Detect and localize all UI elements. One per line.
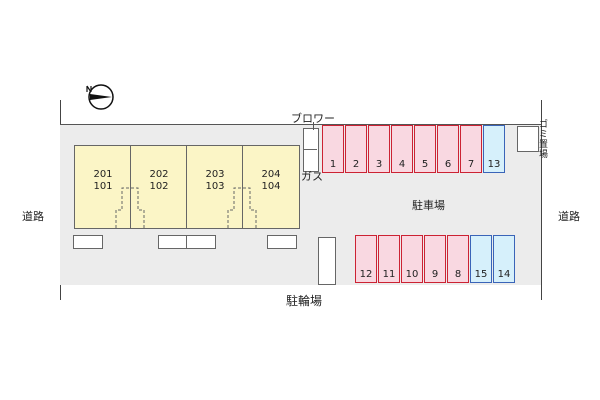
parking-space[interactable]: 14 [493, 235, 515, 283]
building-step [267, 235, 297, 249]
space-number: 13 [487, 159, 501, 170]
unit-lower-number: 104 [261, 181, 281, 192]
garbage-area [517, 126, 539, 152]
road-edge-right [541, 100, 542, 300]
space-number: 12 [359, 269, 373, 280]
gas-label: ガス [301, 170, 323, 183]
space-number: 4 [398, 159, 406, 170]
space-number: 3 [375, 159, 383, 170]
road-label-right: 道路 [558, 210, 580, 223]
parking-label: 駐車場 [412, 199, 445, 212]
bicycle-shed [318, 237, 336, 285]
parking-space[interactable]: 9 [424, 235, 446, 283]
unit-lower-number: 101 [93, 181, 113, 192]
space-number: 6 [444, 159, 452, 170]
parking-space[interactable]: 8 [447, 235, 469, 283]
space-number: 2 [352, 159, 360, 170]
blower-label: ブロワー [291, 112, 335, 125]
parking-space[interactable]: 2 [345, 125, 367, 173]
parking-space[interactable]: 13 [483, 125, 505, 173]
bicycle-parking-label: 駐輪場 [286, 294, 323, 308]
parking-space[interactable]: 10 [401, 235, 423, 283]
parking-space[interactable]: 12 [355, 235, 377, 283]
parking-space[interactable]: 5 [414, 125, 436, 173]
road-label-left: 道路 [22, 210, 44, 223]
space-number: 1 [329, 159, 337, 170]
space-number: 8 [454, 269, 462, 280]
building-unit[interactable]: 204 104 [242, 145, 300, 229]
parking-space[interactable]: 1 [322, 125, 344, 173]
blower-divider [303, 149, 317, 150]
unit-lower-number: 103 [205, 181, 225, 192]
space-number: 7 [467, 159, 475, 170]
space-number: 14 [497, 269, 511, 280]
space-number: 15 [474, 269, 488, 280]
unit-upper-number: 201 [93, 169, 113, 180]
parking-space[interactable]: 11 [378, 235, 400, 283]
building-step [158, 235, 188, 249]
parking-space[interactable]: 3 [368, 125, 390, 173]
building-step [73, 235, 103, 249]
parking-space[interactable]: 7 [460, 125, 482, 173]
parking-space[interactable]: 4 [391, 125, 413, 173]
space-number: 10 [405, 269, 419, 280]
space-number: 9 [431, 269, 439, 280]
unit-lower-number: 102 [149, 181, 169, 192]
unit-upper-number: 204 [261, 169, 281, 180]
unit-upper-number: 203 [205, 169, 225, 180]
unit-upper-number: 202 [149, 169, 169, 180]
building-step [186, 235, 216, 249]
blower-unit [303, 128, 319, 172]
parking-space[interactable]: 15 [470, 235, 492, 283]
blower-leader [313, 122, 314, 130]
building-unit[interactable]: 203 103 [186, 145, 244, 229]
parking-space[interactable]: 6 [437, 125, 459, 173]
space-number: 5 [421, 159, 429, 170]
space-number: 11 [382, 269, 396, 280]
garbage-label: ゴミ置場 [539, 120, 549, 160]
